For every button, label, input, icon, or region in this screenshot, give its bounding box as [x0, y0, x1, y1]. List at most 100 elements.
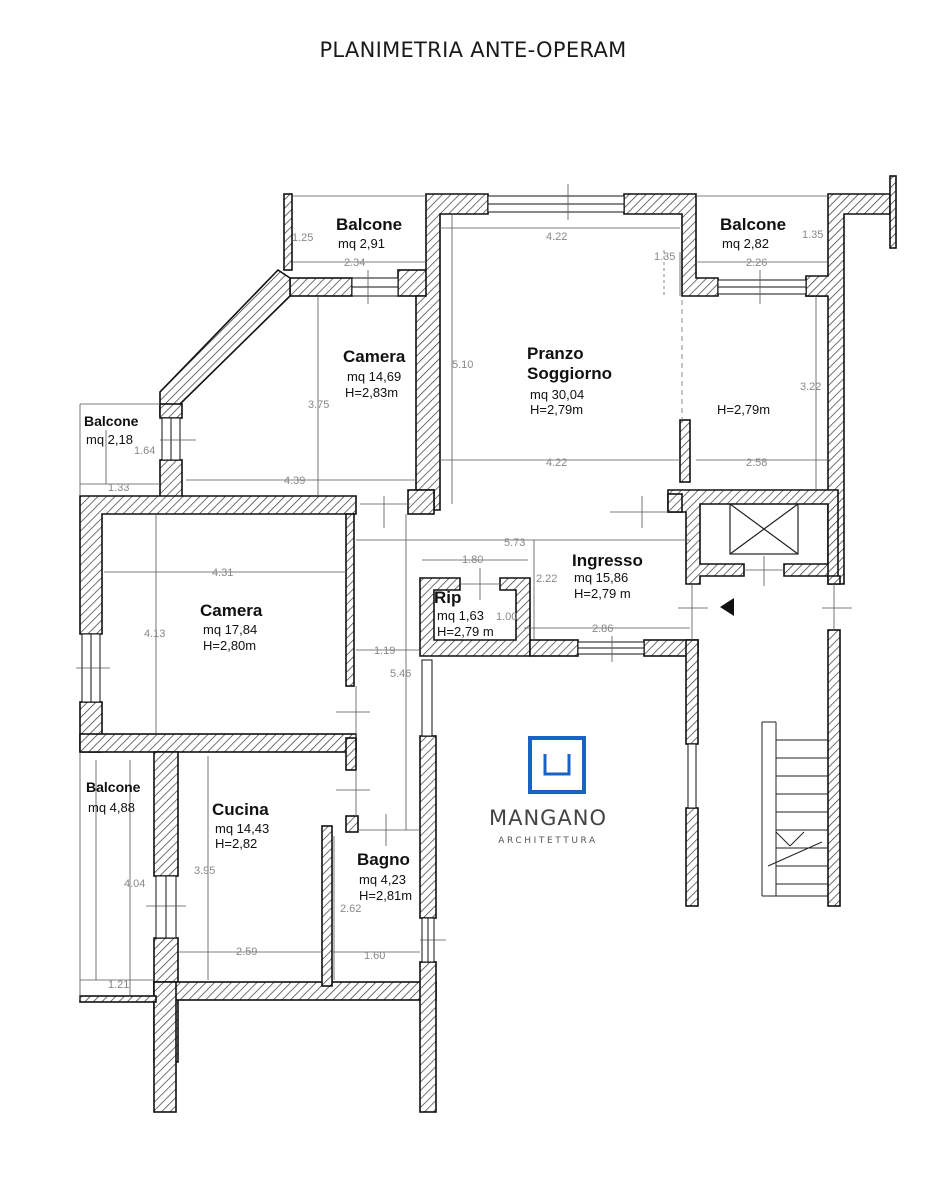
wall — [159, 459, 183, 499]
wall — [419, 735, 437, 919]
dimension-label: 4.04 — [124, 878, 145, 890]
room-name: Camera — [200, 601, 263, 620]
wall — [283, 193, 293, 271]
room-name: Soggiorno — [527, 364, 612, 383]
dimension-label: 2.62 — [340, 903, 361, 915]
room-area: mq 14,43 — [215, 821, 269, 836]
wall — [529, 639, 579, 657]
dimension-label: 2.86 — [592, 623, 613, 635]
room-name: Camera — [343, 347, 406, 366]
stairs — [761, 721, 828, 897]
dimension-label: 2.34 — [344, 257, 365, 269]
room-area: mq 4,23 — [359, 872, 406, 887]
dimension-label: 3.75 — [308, 399, 329, 411]
dimension-label: 1.21 — [108, 979, 129, 991]
wall — [345, 737, 357, 771]
wall — [153, 981, 177, 1113]
room-height: H=2,79 m — [574, 586, 631, 601]
entrance-arrow — [720, 598, 734, 616]
window — [687, 743, 697, 809]
room-name: Rip — [434, 588, 461, 607]
room-area: mq 14,69 — [347, 369, 401, 384]
dimension-label: 3.95 — [194, 865, 215, 877]
room-name: Bagno — [357, 850, 410, 869]
dimension-label: 2.26 — [746, 257, 767, 269]
brand-subtitle: ARCHITETTURA — [498, 836, 598, 846]
dimension-label: 5.10 — [452, 359, 473, 371]
dimension-label: 2.22 — [536, 573, 557, 585]
room-height: H=2,82 — [215, 836, 257, 851]
dimension-label: 3.22 — [800, 381, 821, 393]
wall — [345, 513, 355, 687]
wall — [667, 493, 683, 513]
room-name: Balcone — [336, 215, 402, 234]
dimension-label: 1.25 — [292, 232, 313, 244]
room-height: H=2,80m — [203, 638, 256, 653]
window — [421, 659, 433, 737]
wall — [159, 268, 291, 417]
brand-name: MANGANO — [488, 806, 608, 830]
dimension-label: 5.46 — [390, 668, 411, 680]
brand-logo-icon — [528, 736, 586, 794]
plan-title: PLANIMETRIA ANTE-OPERAM — [319, 38, 627, 62]
dimension-label: 4.22 — [546, 231, 567, 243]
room-area: mq 2,82 — [722, 236, 769, 251]
wall — [623, 193, 719, 297]
wall — [889, 175, 897, 249]
room-area: mq 4,88 — [88, 800, 135, 815]
dimension-label: 1.19 — [374, 645, 395, 657]
thin-lines — [76, 184, 852, 1000]
wall — [321, 825, 333, 987]
room-height: H=2,81m — [359, 888, 412, 903]
room-area: mq 2,18 — [86, 432, 133, 447]
room-name: Balcone — [86, 779, 141, 795]
room-name: Balcone — [84, 413, 139, 429]
wall — [79, 733, 357, 753]
wall — [159, 403, 183, 419]
dimension-label: 1.64 — [134, 445, 155, 457]
dimension-label: 1.35 — [654, 251, 675, 263]
wall — [153, 751, 179, 877]
wall — [79, 995, 157, 1003]
walls — [79, 175, 897, 1113]
dimension-label: 1.00 — [496, 611, 517, 623]
dimension-label: 4.31 — [212, 567, 233, 579]
dimension-label: 2.59 — [236, 946, 257, 958]
room-height: H=2,79m — [717, 402, 770, 417]
wall — [685, 807, 699, 907]
wall — [667, 489, 841, 585]
dimension-label: 4.22 — [546, 457, 567, 469]
wall — [827, 629, 841, 907]
wall — [685, 639, 699, 745]
room-area: mq 1,63 — [437, 608, 484, 623]
room-height: H=2,79 m — [437, 624, 494, 639]
room-area: mq 2,91 — [338, 236, 385, 251]
dimension-label: 1.80 — [462, 554, 483, 566]
wall — [153, 981, 437, 1001]
dimension-label: 1.33 — [108, 482, 129, 494]
room-name: Cucina — [212, 800, 269, 819]
wall — [79, 495, 357, 635]
dimension-label: 1.60 — [364, 950, 385, 962]
dimension-label: 2.58 — [746, 457, 767, 469]
dimension-label: 5.73 — [504, 537, 525, 549]
wall — [289, 277, 353, 297]
wall — [419, 961, 437, 1113]
elevator-shaft — [729, 503, 799, 555]
room-name: Pranzo — [527, 344, 584, 363]
room-name: Balcone — [720, 215, 786, 234]
room-area: mq 17,84 — [203, 622, 257, 637]
room-height: H=2,83m — [345, 385, 398, 400]
room-name: Ingresso — [572, 551, 643, 570]
dimension-label: 4.13 — [144, 628, 165, 640]
room-area: mq 15,86 — [574, 570, 628, 585]
windows — [81, 195, 807, 963]
wall — [679, 419, 691, 483]
wall — [345, 815, 359, 833]
room-height: H=2,79m — [530, 402, 583, 417]
wall — [407, 489, 435, 515]
room-area: mq 30,04 — [530, 387, 584, 402]
dimension-label: 4.39 — [284, 475, 305, 487]
dimension-label: 1.35 — [802, 229, 823, 241]
